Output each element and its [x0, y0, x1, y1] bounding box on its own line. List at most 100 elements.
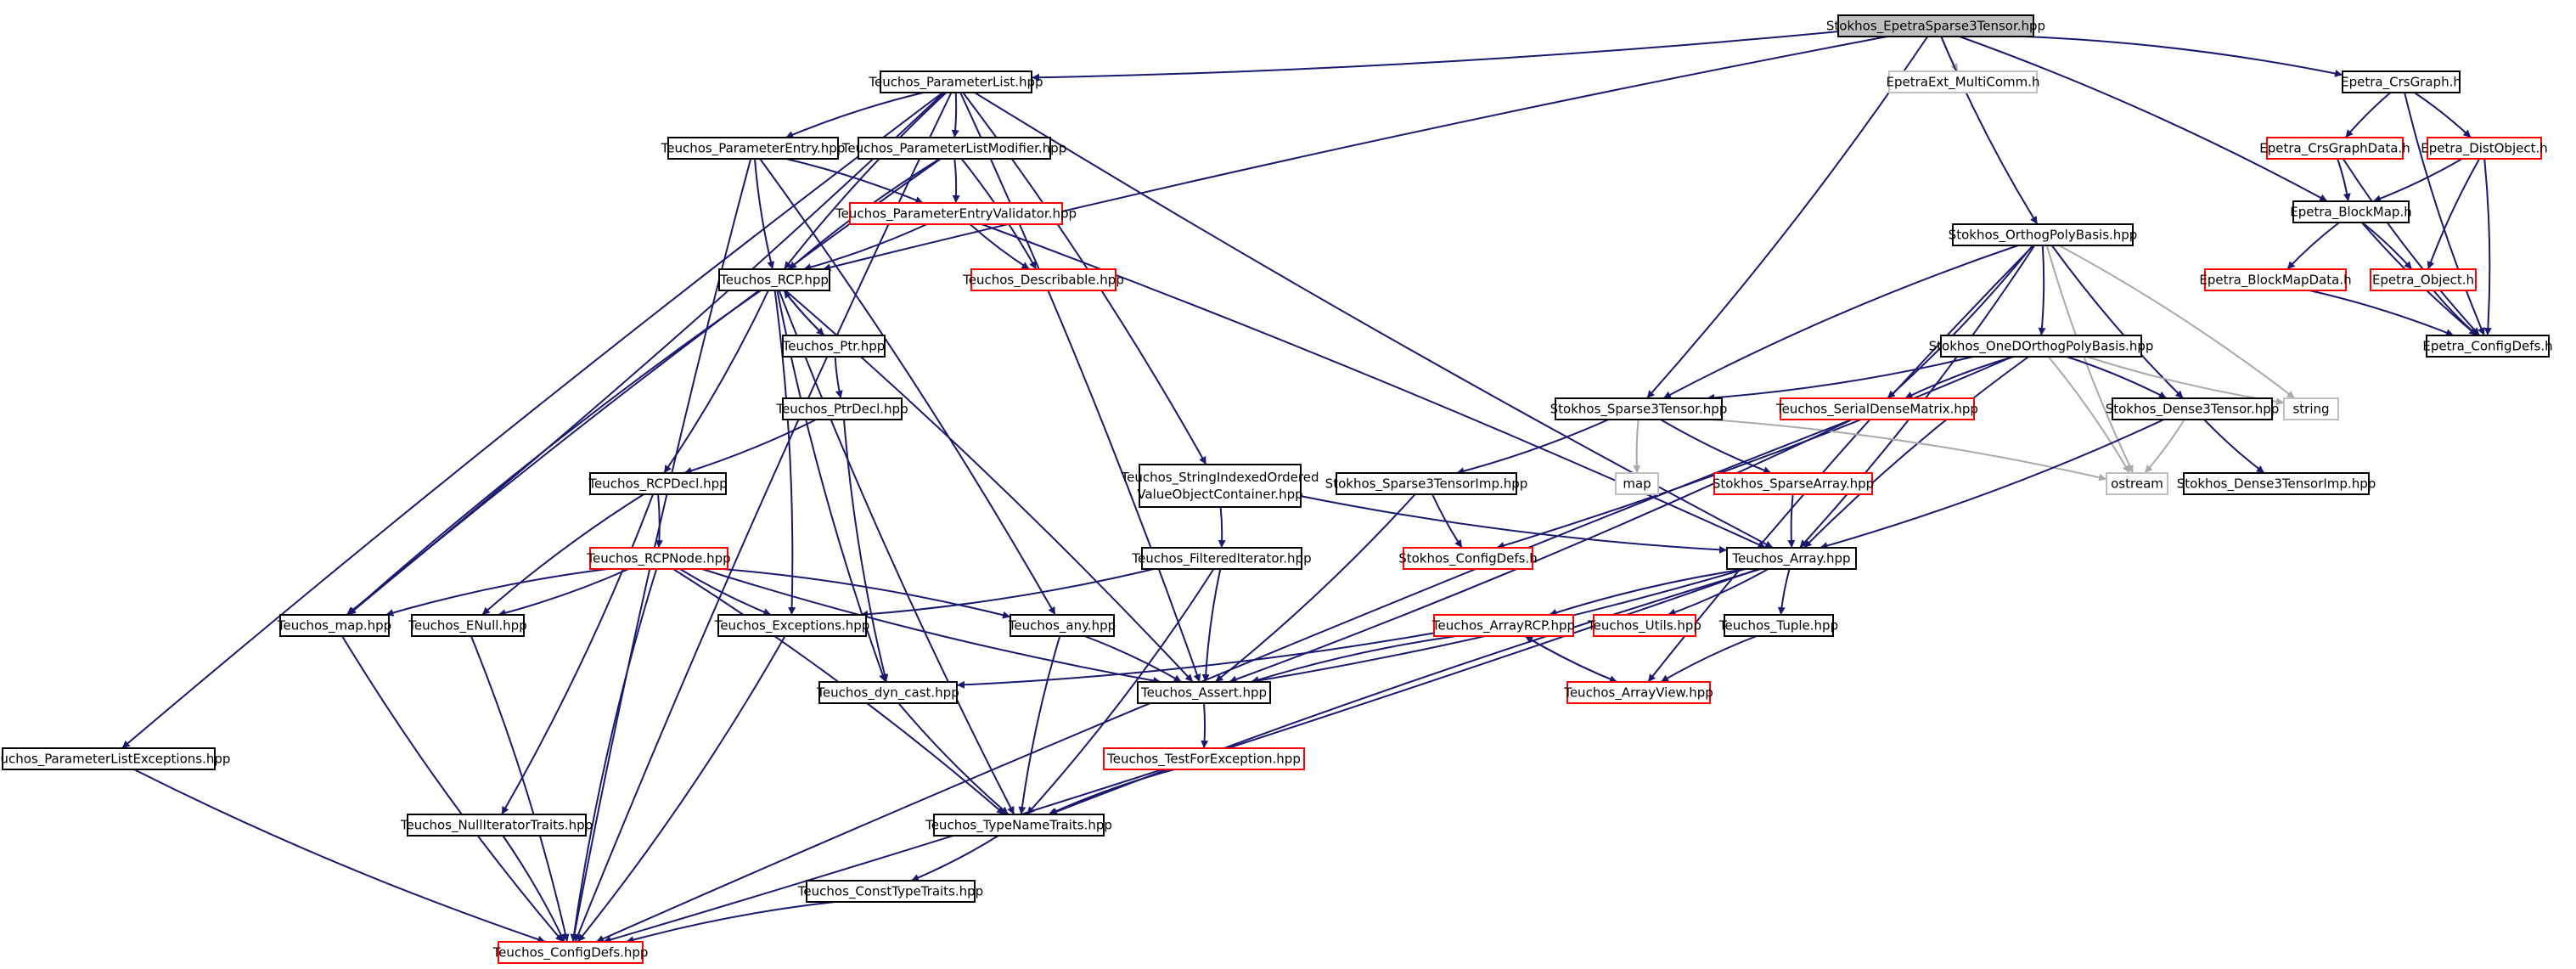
- node-box[interactable]: [1010, 614, 1115, 637]
- node-box[interactable]: [667, 137, 839, 160]
- node-plexc[interactable]: Teuchos_ParameterListExceptions.hpp: [0, 747, 230, 770]
- node-describ[interactable]: Teuchos_Describable.hpp: [962, 268, 1124, 291]
- node-box[interactable]: [2266, 137, 2404, 160]
- node-assert[interactable]: Teuchos_Assert.hpp: [1137, 681, 1271, 704]
- node-d3timp[interactable]: Stokhos_Dense3TensorImp.hpp: [2177, 472, 2376, 495]
- node-opb[interactable]: Stokhos_OrthogPolyBasis.hpp: [1949, 223, 2138, 246]
- node-nullit[interactable]: Teuchos_NullIteratorTraits.hpp: [400, 814, 593, 837]
- node-econfig[interactable]: Epetra_ConfigDefs.h: [2422, 335, 2553, 358]
- node-tuple[interactable]: Teuchos_Tuple.hpp: [1718, 614, 1838, 637]
- node-box[interactable]: [2183, 472, 2370, 495]
- node-sp3[interactable]: Stokhos_Sparse3Tensor.hpp: [1550, 397, 1728, 420]
- node-sparr[interactable]: Stokhos_SparseArray.hpp: [1713, 472, 1874, 495]
- node-dyncast[interactable]: Teuchos_dyn_cast.hpp: [816, 681, 959, 704]
- node-box[interactable]: [717, 614, 867, 637]
- node-sconfig[interactable]: Stokhos_ConfigDefs.h: [1398, 547, 1538, 570]
- node-box[interactable]: [1336, 472, 1517, 495]
- node-box[interactable]: [2292, 200, 2410, 223]
- node-tnt[interactable]: Teuchos_TypeNameTraits.hpp: [925, 814, 1112, 837]
- node-box[interactable]: [1713, 472, 1873, 495]
- node-box[interactable]: [1141, 547, 1302, 570]
- node-box[interactable]: [2426, 335, 2550, 358]
- node-box[interactable]: [589, 472, 727, 495]
- node-box[interactable]: [782, 335, 886, 358]
- node-box[interactable]: [1566, 681, 1711, 704]
- node-any[interactable]: Teuchos_any.hpp: [1008, 614, 1116, 637]
- node-box[interactable]: [858, 137, 1051, 160]
- node-filtit[interactable]: Teuchos_FilteredIterator.hpp: [1131, 547, 1312, 570]
- node-box[interactable]: [279, 614, 390, 637]
- node-array[interactable]: Teuchos_Array.hpp: [1726, 547, 1857, 570]
- node-box[interactable]: [1940, 335, 2142, 358]
- node-box[interactable]: [407, 814, 587, 837]
- node-box[interactable]: [818, 681, 958, 704]
- node-box[interactable]: [1593, 614, 1696, 637]
- node-box[interactable]: [806, 880, 976, 903]
- node-ptr[interactable]: Teuchos_Ptr.hpp: [782, 335, 886, 358]
- node-box[interactable]: [849, 202, 1063, 225]
- node-arcp[interactable]: Teuchos_ArrayRCP.hpp: [1431, 614, 1575, 637]
- node-box[interactable]: [782, 397, 903, 420]
- node-box[interactable]: [933, 814, 1105, 837]
- node-rcpdecl[interactable]: Teuchos_RCPDecl.hpp: [588, 472, 728, 495]
- node-mcomm[interactable]: EpetraExt_MultiComm.h: [1886, 70, 2040, 93]
- node-box[interactable]: [718, 268, 830, 291]
- node-box[interactable]: [1837, 14, 2034, 37]
- node-box[interactable]: [2, 747, 216, 770]
- node-box[interactable]: [411, 614, 525, 637]
- node-aview[interactable]: Teuchos_ArrayView.hpp: [1563, 681, 1713, 704]
- node-root[interactable]: Stokhos_EpetraSparse3Tensor.hpp: [1826, 14, 2045, 37]
- node-rcp[interactable]: Teuchos_RCP.hpp: [718, 268, 830, 291]
- node-map[interactable]: map: [1615, 472, 1659, 495]
- node-box[interactable]: [2106, 472, 2168, 495]
- node-box[interactable]: [2204, 268, 2347, 291]
- node-tfe[interactable]: Teuchos_TestForException.hpp: [1103, 747, 1305, 770]
- node-box[interactable]: [1726, 547, 1857, 570]
- node-box[interactable]: [1724, 614, 1834, 637]
- node-box[interactable]: [2342, 70, 2461, 93]
- node-box[interactable]: [1555, 397, 1723, 420]
- node-box[interactable]: [970, 268, 1116, 291]
- node-enull[interactable]: Teuchos_ENull.hpp: [408, 614, 527, 637]
- node-box[interactable]: [1952, 223, 2134, 246]
- node-string[interactable]: string: [2283, 397, 2339, 420]
- node-rcpnode[interactable]: Teuchos_RCPNode.hpp: [586, 547, 731, 570]
- node-pev[interactable]: Teuchos_ParameterEntryValidator.hpp: [835, 202, 1077, 225]
- node-exc[interactable]: Teuchos_Exceptions.hpp: [714, 614, 870, 637]
- node-box[interactable]: [589, 547, 728, 570]
- node-box[interactable]: [1139, 464, 1302, 508]
- node-box[interactable]: [498, 941, 644, 964]
- node-sp3imp[interactable]: Stokhos_Sparse3TensorImp.hpp: [1325, 472, 1528, 495]
- node-tmap[interactable]: Teuchos_map.hpp: [277, 614, 391, 637]
- node-box[interactable]: [2283, 397, 2339, 420]
- node-box[interactable]: [880, 70, 1032, 93]
- node-distobj[interactable]: Epetra_DistObject.h: [2421, 137, 2548, 160]
- node-box[interactable]: [1137, 681, 1271, 704]
- node-crsgdata[interactable]: Epetra_CrsGraphData.h: [2259, 137, 2410, 160]
- node-d3t[interactable]: Stokhos_Dense3Tensor.hpp: [2106, 397, 2280, 420]
- node-ctt[interactable]: Teuchos_ConstTypeTraits.hpp: [797, 880, 983, 903]
- node-box[interactable]: [1403, 547, 1533, 570]
- node-box[interactable]: [1780, 397, 1975, 420]
- node-plmod[interactable]: Teuchos_ParameterListModifier.hpp: [841, 137, 1066, 160]
- node-pentry[interactable]: Teuchos_ParameterEntry.hpp: [661, 137, 846, 160]
- node-plist[interactable]: Teuchos_ParameterList.hpp: [868, 70, 1043, 93]
- node-blockmap[interactable]: Epetra_BlockMap.h: [2290, 200, 2412, 223]
- node-box[interactable]: [1433, 614, 1574, 637]
- node-siovoc[interactable]: Teuchos_StringIndexedOrderedValueObjectC…: [1121, 464, 1319, 508]
- node-box[interactable]: [1888, 70, 2038, 93]
- node-box[interactable]: [2370, 268, 2477, 291]
- node-eobject[interactable]: Epetra_Object.h: [2370, 268, 2477, 291]
- node-ostream[interactable]: ostream: [2106, 472, 2168, 495]
- node-box[interactable]: [1615, 472, 1659, 495]
- node-crsgraph[interactable]: Epetra_CrsGraph.h: [2341, 70, 2461, 93]
- node-box[interactable]: [1103, 747, 1305, 770]
- node-sdm[interactable]: Teuchos_SerialDenseMatrix.hpp: [1775, 397, 1978, 420]
- node-utils[interactable]: Teuchos_Utils.hpp: [1587, 614, 1701, 637]
- node-oneD[interactable]: Stokhos_OneDOrthogPolyBasis.hpp: [1929, 335, 2154, 358]
- node-box[interactable]: [2112, 397, 2273, 420]
- node-tconfig[interactable]: Teuchos_ConfigDefs.hpp: [492, 941, 649, 964]
- node-ptrdecl[interactable]: Teuchos_PtrDecl.hpp: [775, 397, 908, 420]
- node-bmdata[interactable]: Epetra_BlockMapData.h: [2199, 268, 2352, 291]
- node-box[interactable]: [2427, 137, 2542, 160]
